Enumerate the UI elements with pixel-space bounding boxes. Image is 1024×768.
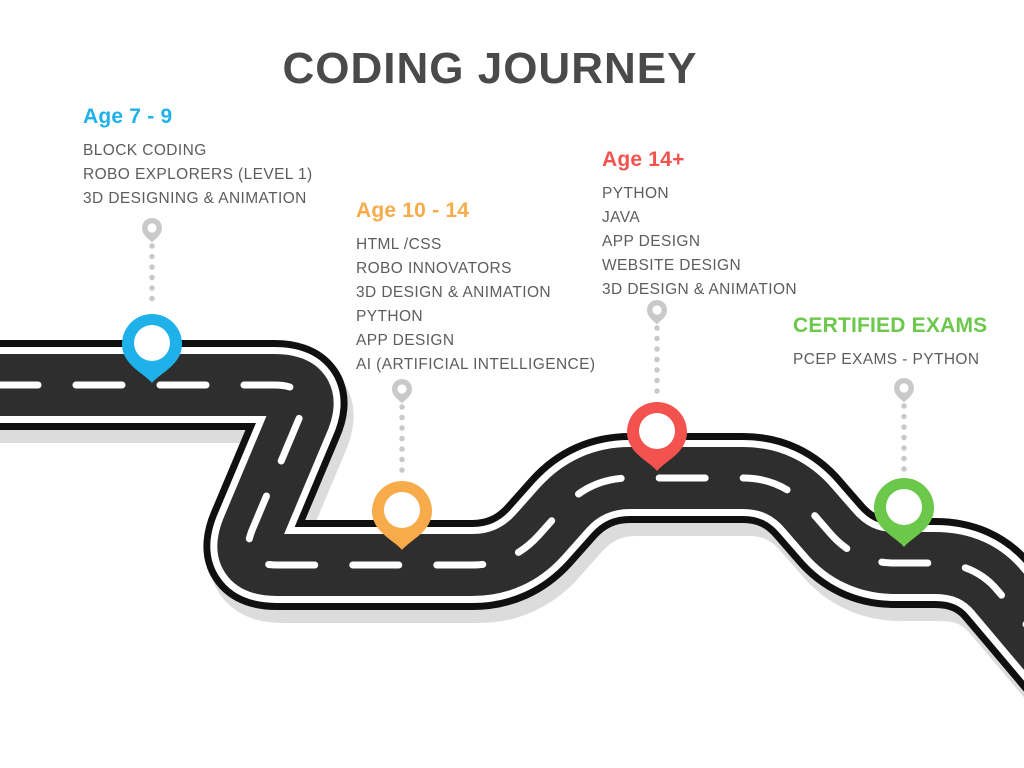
milestone-item: WEBSITE DESIGN (602, 257, 742, 275)
map-pin-icon-red (627, 402, 687, 471)
start-marker-hole (652, 305, 662, 315)
connector-age-14-plus (627, 300, 687, 471)
milestone-item: PYTHON (602, 185, 669, 203)
map-pin-icon-blue (122, 314, 182, 383)
pin-hole (639, 413, 675, 449)
map-pin-icon-green (874, 478, 934, 547)
milestone-item: 3D DESIGNING & ANIMATION (83, 190, 307, 208)
milestone-item: HTML /CSS (356, 236, 442, 254)
milestone-item: PCEP EXAMS - PYTHON (793, 351, 980, 369)
milestone-item: APP DESIGN (602, 233, 701, 251)
milestone-heading: CERTIFIED EXAMS (793, 314, 988, 337)
connector-age-10-14 (372, 379, 432, 550)
pin-hole (886, 489, 922, 525)
milestone-item-list: PCEP EXAMS - PYTHON (793, 348, 987, 372)
map-pin-icon-orange (372, 481, 432, 550)
milestone-heading: Age 7 - 9 (83, 105, 173, 128)
milestone-item-list: PYTHON JAVA APP DESIGN WEBSITE DESIGN 3D… (602, 182, 797, 302)
milestone-item: 3D DESIGN & ANIMATION (602, 281, 798, 299)
milestone-item: AI (ARTIFICIAL INTELLIGENCE) (356, 356, 596, 374)
milestone-age-10-14: Age 10 - 14 HTML /CSS ROBO INNOVATORS 3D… (356, 199, 595, 377)
milestone-certified-exams: CERTIFIED EXAMS PCEP EXAMS - PYTHON (793, 314, 987, 372)
start-marker-hole (397, 384, 407, 394)
pin-hole (384, 492, 420, 528)
milestone-item-list: HTML /CSS ROBO INNOVATORS 3D DESIGN & AN… (356, 233, 595, 377)
milestone-heading: Age 10 - 14 (356, 199, 470, 222)
milestone-age-7-9: Age 7 - 9 BLOCK CODING ROBO EXPLORERS (L… (83, 105, 313, 211)
milestone-item: 3D DESIGN & ANIMATION (356, 284, 552, 302)
milestone-item-list: BLOCK CODING ROBO EXPLORERS (LEVEL 1) 3D… (83, 139, 313, 211)
start-marker-hole (899, 383, 909, 393)
connector-age-7-9 (122, 218, 182, 383)
milestone-age-14-plus: Age 14+ PYTHON JAVA APP DESIGN WEBSITE D… (602, 148, 797, 302)
pin-hole (134, 325, 170, 361)
milestone-item: ROBO INNOVATORS (356, 260, 512, 278)
road-center-dashes (0, 381, 1024, 628)
milestone-item: PYTHON (356, 308, 423, 326)
start-marker-hole (147, 223, 157, 233)
connector-certified-exams (874, 378, 934, 547)
page-title: CODING JOURNEY (282, 44, 698, 94)
milestone-item: APP DESIGN (356, 332, 455, 350)
milestone-item: JAVA (602, 209, 641, 227)
milestone-heading: Age 14+ (602, 148, 685, 171)
milestone-item: BLOCK CODING (83, 142, 207, 160)
milestone-item: ROBO EXPLORERS (LEVEL 1) (83, 166, 313, 184)
